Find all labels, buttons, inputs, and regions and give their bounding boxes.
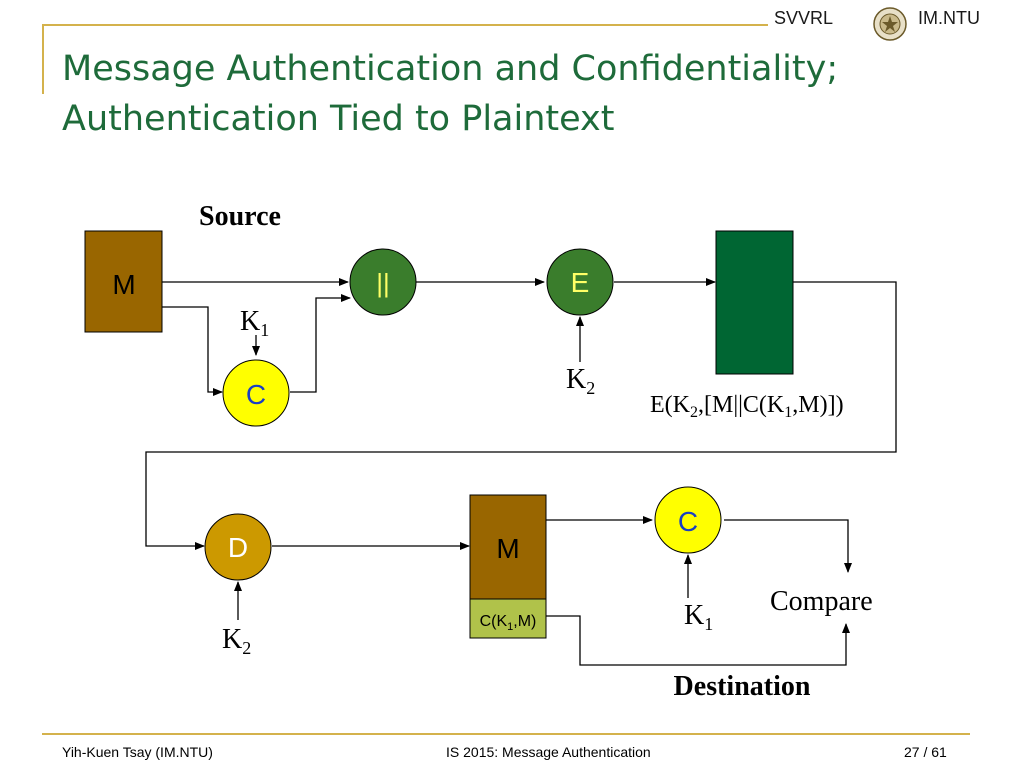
university-seal-icon <box>873 7 907 41</box>
mac-node-destination-label: C <box>678 506 698 537</box>
decrypt-node <box>204 513 272 581</box>
footer-course: IS 2015: Message Authentication <box>446 744 651 760</box>
encrypt-node-label: E <box>571 267 590 298</box>
page-current: 27 <box>904 744 920 760</box>
message-block-source <box>84 230 163 333</box>
compare-label: Compare <box>770 586 873 617</box>
arrow-dest-mac-to-compare <box>724 519 852 573</box>
page-total: / 61 <box>923 744 947 760</box>
header-vertical-rule <box>42 24 44 94</box>
slide-title: Message Authentication and Confidentiali… <box>62 44 838 144</box>
arrow-m-to-mac <box>162 306 223 396</box>
destination-label: Destination <box>674 671 811 702</box>
mac-block-label: C(K1,M) <box>480 613 537 633</box>
message-block-source-label: M <box>112 269 135 300</box>
header-dept-label: IM.NTU <box>918 8 980 28</box>
encrypt-node <box>546 248 614 316</box>
mac-node-destination <box>654 486 722 554</box>
footer-author: Yih-Kuen Tsay (IM.NTU) <box>62 744 213 760</box>
k1-label-destination: K1 <box>684 600 713 634</box>
mac-block <box>469 598 547 639</box>
k2-label-destination: K2 <box>222 624 251 658</box>
arrow-cipher-to-decrypt <box>145 281 897 550</box>
concat-node-label: || <box>376 268 390 298</box>
concat-node <box>349 248 417 316</box>
ciphertext-block <box>715 230 794 375</box>
footer-page-number: 27 / 61 <box>904 744 947 760</box>
footer-rule <box>42 733 970 735</box>
k1-label-source: K1 <box>240 306 269 340</box>
header-rule <box>42 24 768 26</box>
source-label: Source <box>199 201 281 232</box>
title-line-1: Message Authentication and Confidentiali… <box>62 49 839 89</box>
header-lab-label: SVVRL <box>774 8 834 28</box>
message-block-destination-label: M <box>496 533 519 564</box>
arrow-macblock-to-compare <box>546 615 850 666</box>
title-line-2: Authentication Tied to Plaintext <box>62 99 615 139</box>
ciphertext-expression: E(K2,[M||C(K1,M)]) <box>650 392 844 421</box>
k2-label-source: K2 <box>566 364 595 398</box>
decrypt-node-label: D <box>228 532 248 563</box>
mac-node-source-label: C <box>246 379 266 410</box>
mac-node-source <box>222 359 290 427</box>
arrow-mac-to-concat <box>290 294 351 393</box>
message-block-destination <box>469 494 547 600</box>
connector-lines <box>145 278 897 666</box>
